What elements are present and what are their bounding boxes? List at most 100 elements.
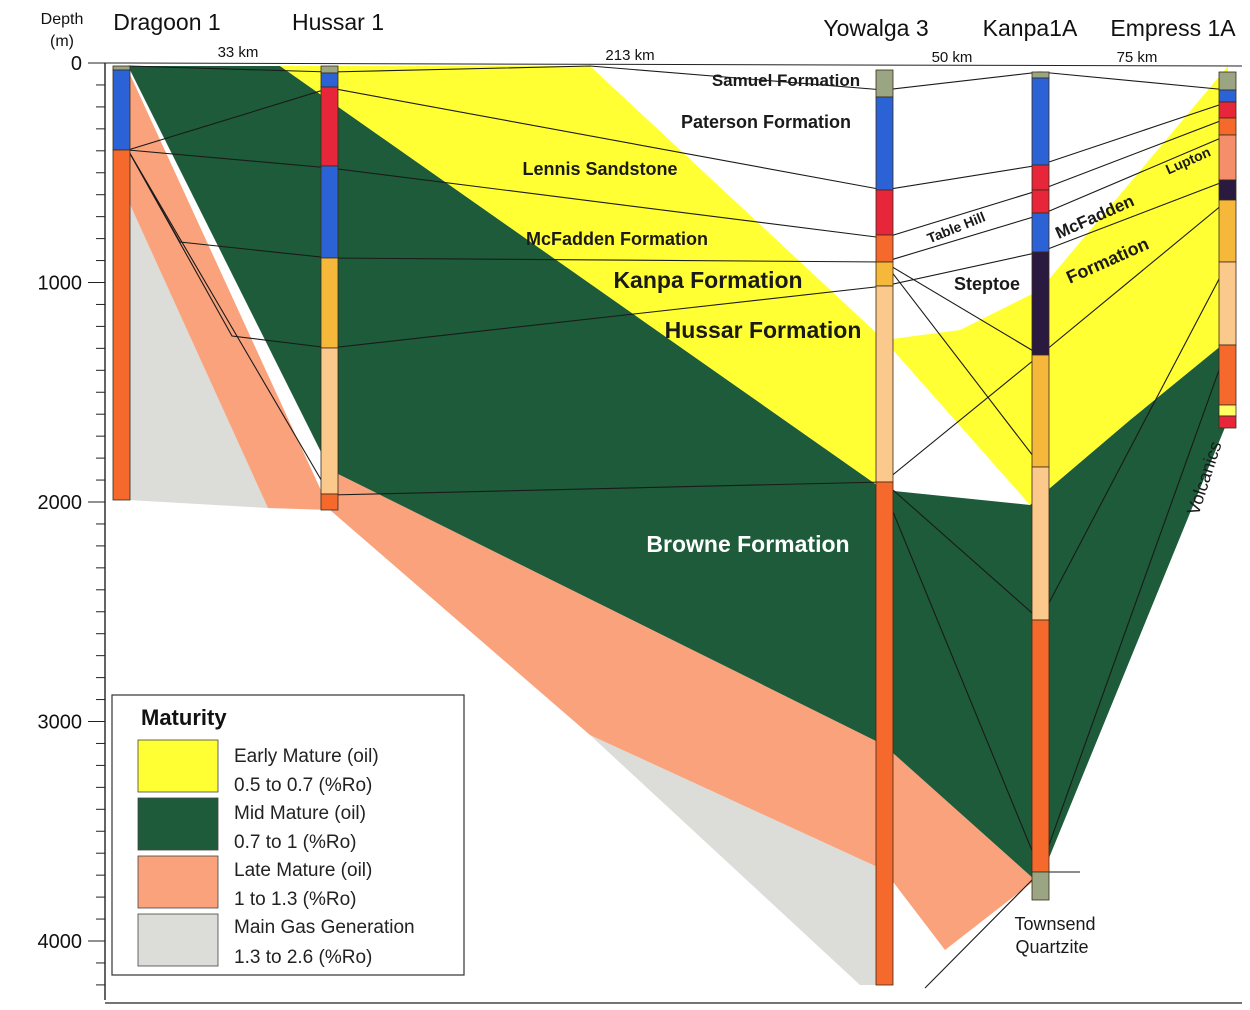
legend-swatch-gas: [137, 913, 219, 967]
well-segment: [1031, 189, 1050, 214]
well-segment: [320, 72, 339, 88]
label-quartzite: Quartzite: [1015, 937, 1088, 957]
well-segment: [1218, 89, 1237, 103]
legend-label: Mid Mature (oil): [234, 803, 366, 824]
well-column: [875, 69, 894, 986]
distance-label: 213 km: [605, 47, 654, 64]
well-column: [1218, 71, 1237, 429]
late-zone-central: [330, 470, 1035, 950]
well-name-hussar: Hussar 1: [292, 9, 384, 35]
well-segment: [320, 347, 339, 495]
legend-title: Maturity: [141, 705, 227, 730]
well-segment: [320, 257, 339, 349]
well-segment: [1218, 261, 1237, 346]
legend-range: 1.3 to 2.6 (%Ro): [234, 947, 372, 968]
well-segment: [1031, 619, 1050, 873]
well-segment: [112, 69, 131, 151]
well-segment: [875, 69, 894, 98]
well-segment: [1031, 71, 1050, 79]
frame-top: [104, 62, 1243, 67]
well-column: [320, 65, 339, 511]
depth-tick-label: 1000: [38, 273, 83, 295]
legend-swatch-mid: [137, 797, 219, 851]
depth-tick-label: 3000: [38, 712, 83, 734]
well-segment: [320, 65, 339, 74]
well-segment: [875, 481, 894, 986]
well-segment: [1031, 354, 1050, 468]
maturity-zones: [128, 66, 1228, 985]
label-hussar-formation: Hussar Formation: [665, 317, 862, 343]
legend-swatch-late: [137, 855, 219, 909]
label-browne-formation: Browne Formation: [646, 531, 849, 557]
well-columns: [112, 65, 1237, 986]
distance-label: 75 km: [1117, 49, 1158, 66]
well-name-kanpa: Kanpa1A: [983, 15, 1078, 41]
label-townsend: Townsend: [1014, 914, 1095, 934]
mid-zone: [128, 66, 1228, 880]
well-segment: [1218, 134, 1237, 181]
steptoe-base: [883, 261, 1041, 356]
maturity-legend: Maturity Early Mature (oil) 0.5 to 0.7 (…: [111, 694, 465, 976]
well-segment: [320, 86, 339, 167]
well-segment: [320, 165, 339, 259]
well-segment: [1218, 404, 1237, 417]
distance-label: 50 km: [932, 49, 973, 66]
label-steptoe: Steptoe: [954, 274, 1020, 294]
well-segment: [875, 261, 894, 287]
steptoe-top: [883, 261, 1041, 466]
depth-tick-label: 4000: [38, 931, 83, 953]
gas-zone-central: [590, 735, 884, 985]
label-mcfadden-formation: McFadden Formation: [526, 229, 708, 249]
legend-range: 0.5 to 0.7 (%Ro): [234, 775, 372, 796]
well-segment: [1218, 101, 1237, 119]
well-segment: [875, 96, 894, 191]
well-headers: Dragoon 1 Hussar 1 Yowalga 3 Kanpa1A Emp…: [113, 9, 1236, 66]
well-name-yowalga: Yowalga 3: [823, 15, 928, 41]
well-segment: [1031, 466, 1050, 621]
label-paterson-formation: Paterson Formation: [681, 112, 851, 132]
well-segment: [1218, 71, 1237, 91]
well-segment: [1218, 199, 1237, 263]
well-column: [1031, 71, 1050, 901]
well-segment: [320, 493, 339, 511]
top-kanpa: [127, 149, 1229, 349]
depth-axis-title: Depth: [41, 11, 84, 28]
legend-label: Main Gas Generation: [234, 917, 415, 938]
legend-range: 0.7 to 1 (%Ro): [234, 832, 357, 853]
well-segment: [875, 234, 894, 263]
well-column: [112, 65, 131, 501]
label-lennis-sandstone: Lennis Sandstone: [522, 159, 677, 179]
legend-range: 1 to 1.3 (%Ro): [234, 889, 357, 910]
well-segment: [1031, 251, 1050, 356]
well-name-empress: Empress 1A: [1110, 15, 1236, 41]
label-samuel-formation: Samuel Formation: [712, 71, 860, 90]
well-name-dragoon: Dragoon 1: [113, 9, 220, 35]
well-segment: [112, 65, 131, 71]
early-zone-west: [280, 66, 884, 490]
well-segment: [875, 285, 894, 483]
label-kanpa-formation: Kanpa Formation: [613, 267, 802, 293]
depth-axis: Depth (m) 0 1000 2000 3000 4000: [38, 11, 1243, 1004]
legend-label: Early Mature (oil): [234, 746, 379, 767]
late-zone-west: [128, 70, 330, 510]
well-segment: [1031, 871, 1050, 901]
depth-tick-label: 0: [71, 53, 82, 75]
depth-tick-label: 2000: [38, 492, 83, 514]
well-segment: [1031, 164, 1050, 191]
well-segment: [1218, 415, 1237, 429]
legend-label: Late Mature (oil): [234, 860, 372, 881]
distance-label: 33 km: [218, 44, 259, 61]
well-segment: [1218, 344, 1237, 406]
well-segment: [875, 189, 894, 236]
early-zone-east: [884, 66, 1228, 505]
well-segment: [1031, 212, 1050, 253]
well-segment: [1031, 77, 1050, 166]
legend-swatch-early: [137, 739, 219, 793]
well-segment: [1218, 117, 1237, 136]
well-segment: [112, 149, 131, 501]
well-segment: [1218, 179, 1237, 201]
top-samuel: [127, 65, 1229, 91]
depth-axis-unit: (m): [50, 33, 74, 50]
